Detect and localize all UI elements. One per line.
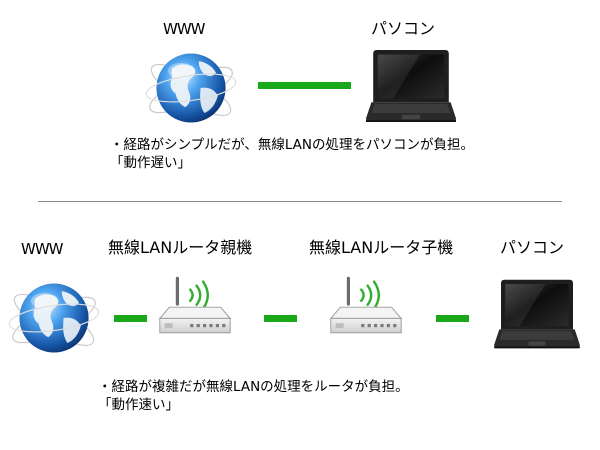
top-note-line-1: ・経路がシンプルだが、無線LANの処理をパソコンが負担。 — [110, 137, 474, 153]
top-note: ・経路がシンプルだが、無線LANの処理をパソコンが負担。 「動作遅い」 — [110, 136, 474, 172]
bottom-note: ・経路が複雑だが無線LANの処理をルータが負担。 「動作速い」 — [98, 378, 409, 414]
www-label-top: WWW — [163, 20, 205, 38]
globe-icon — [143, 40, 239, 136]
www-label-bottom: WWW — [21, 240, 63, 258]
router-child-label: 無線LANルータ子機 — [309, 238, 454, 257]
connection-line — [264, 315, 297, 322]
globe-icon — [6, 270, 102, 366]
router-icon — [326, 272, 406, 336]
connection-line — [114, 315, 147, 322]
laptop-icon — [494, 278, 580, 350]
router-icon — [155, 272, 235, 336]
connection-line — [258, 82, 351, 89]
top-note-line-2: 「動作遅い」 — [110, 155, 191, 171]
section-divider — [38, 201, 562, 202]
connection-line — [436, 315, 469, 322]
pc-label-top: パソコン — [371, 19, 436, 38]
router-parent-label: 無線LANルータ親機 — [108, 238, 253, 257]
bottom-note-line-1: ・経路が複雑だが無線LANの処理をルータが負担。 — [98, 379, 409, 395]
pc-label-bottom: パソコン — [500, 238, 565, 257]
bottom-note-line-2: 「動作速い」 — [98, 397, 179, 413]
laptop-icon — [366, 48, 456, 124]
